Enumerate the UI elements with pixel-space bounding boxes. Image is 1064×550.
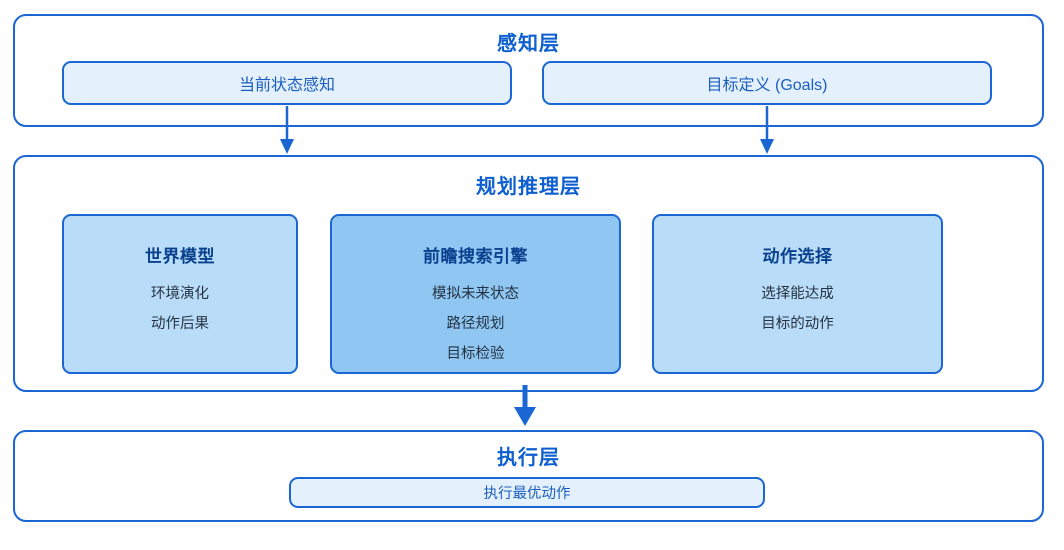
module-action-selection: 动作选择 选择能达成 目标的动作 <box>652 214 943 374</box>
module-world-model-title: 世界模型 <box>145 247 215 266</box>
module-line: 路径规划 <box>446 316 505 332</box>
execution-layer: 执行层 执行最优动作 <box>13 430 1044 522</box>
module-world-model-lines: 环境演化 动作后果 <box>64 279 296 339</box>
module-line: 选择能达成 <box>761 286 834 302</box>
perception-layer: 感知层 当前状态感知 目标定义 (Goals) <box>13 14 1044 127</box>
execution-layer-title: 执行层 <box>497 447 560 469</box>
execution-item-best-action-label: 执行最优动作 <box>483 486 571 502</box>
perception-item-goals: 目标定义 (Goals) <box>542 61 992 105</box>
module-line: 目标检验 <box>446 346 505 362</box>
planning-layer: 规划推理层 世界模型 环境演化 动作后果 前瞻搜索引擎 模拟未来状态 路径规划 … <box>13 155 1044 392</box>
module-lookahead-search-engine-title: 前瞻搜索引擎 <box>423 247 528 266</box>
perception-item-goals-label: 目标定义 (Goals) <box>706 77 828 94</box>
module-lookahead-search-engine-lines: 模拟未来状态 路径规划 目标检验 <box>332 279 619 369</box>
module-action-selection-title: 动作选择 <box>762 247 833 266</box>
perception-item-current-state-label: 当前状态感知 <box>238 77 335 94</box>
execution-item-best-action: 执行最优动作 <box>289 477 765 508</box>
module-world-model: 世界模型 环境演化 动作后果 <box>62 214 298 374</box>
planning-layer-title: 规划推理层 <box>476 176 581 198</box>
module-lookahead-search-engine: 前瞻搜索引擎 模拟未来状态 路径规划 目标检验 <box>330 214 621 374</box>
module-line: 目标的动作 <box>761 316 834 332</box>
module-line: 模拟未来状态 <box>432 286 519 302</box>
perception-layer-title: 感知层 <box>497 33 560 55</box>
module-line: 环境演化 <box>151 286 209 302</box>
module-line: 动作后果 <box>151 316 209 332</box>
module-action-selection-lines: 选择能达成 目标的动作 <box>654 279 941 339</box>
perception-item-current-state: 当前状态感知 <box>62 61 512 105</box>
